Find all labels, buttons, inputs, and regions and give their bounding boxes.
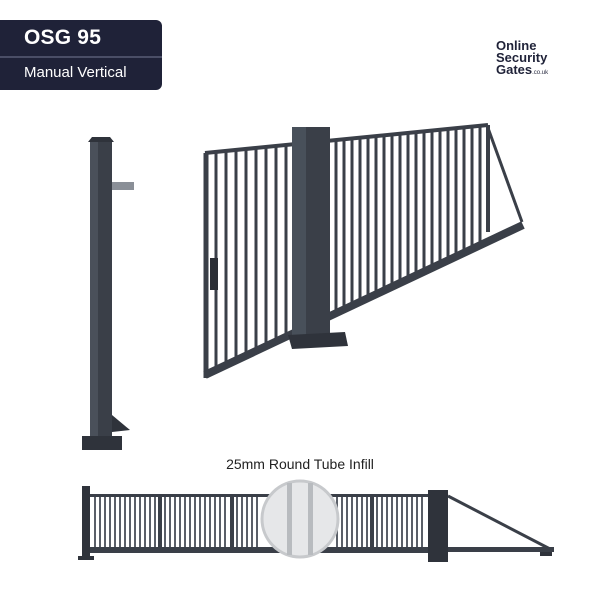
logo-line-1: Online bbox=[496, 38, 537, 53]
gate-perspective-image bbox=[203, 123, 525, 379]
product-title: OSG 95 bbox=[24, 26, 102, 49]
product-badge: OSG 95 Manual Vertical bbox=[0, 20, 162, 90]
infill-caption: 25mm Round Tube Infill bbox=[226, 456, 374, 472]
gate-elevation-image bbox=[78, 479, 554, 562]
brand-logo: Online Security Gates.co.uk bbox=[496, 38, 549, 79]
post-receiver-image bbox=[82, 137, 134, 450]
logo-suffix: .co.uk bbox=[532, 70, 549, 76]
badge-divider bbox=[0, 56, 162, 58]
logo-line-3: Gates bbox=[496, 62, 533, 77]
product-subtitle: Manual Vertical bbox=[24, 64, 127, 81]
logo-line-2: Security bbox=[496, 50, 548, 65]
